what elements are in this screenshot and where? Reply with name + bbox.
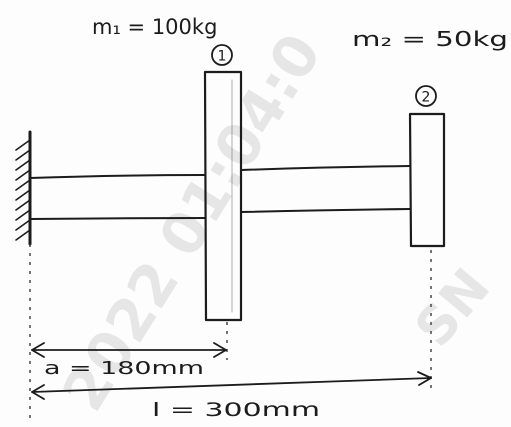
disc-2-number: 2 [422,90,431,106]
disc-1-number-badge: 1 [211,44,233,66]
mass-2-label: m₂ = 50kg [352,27,508,51]
fixed-wall-support [15,130,32,246]
dimension-a: a = 180mm [31,342,227,379]
disc-2 [408,112,446,248]
dimension-l: l = 300mm [31,371,432,421]
disc-1 [203,70,243,322]
mass-1-label: m₁ = 100kg [92,15,217,39]
disc-2-number-badge: 2 [415,85,437,107]
dimension-l-label: l = 300mm [152,399,320,421]
dimension-a-label: a = 180mm [44,358,204,379]
shaft [29,165,411,220]
disc-1-number: 1 [218,49,227,65]
